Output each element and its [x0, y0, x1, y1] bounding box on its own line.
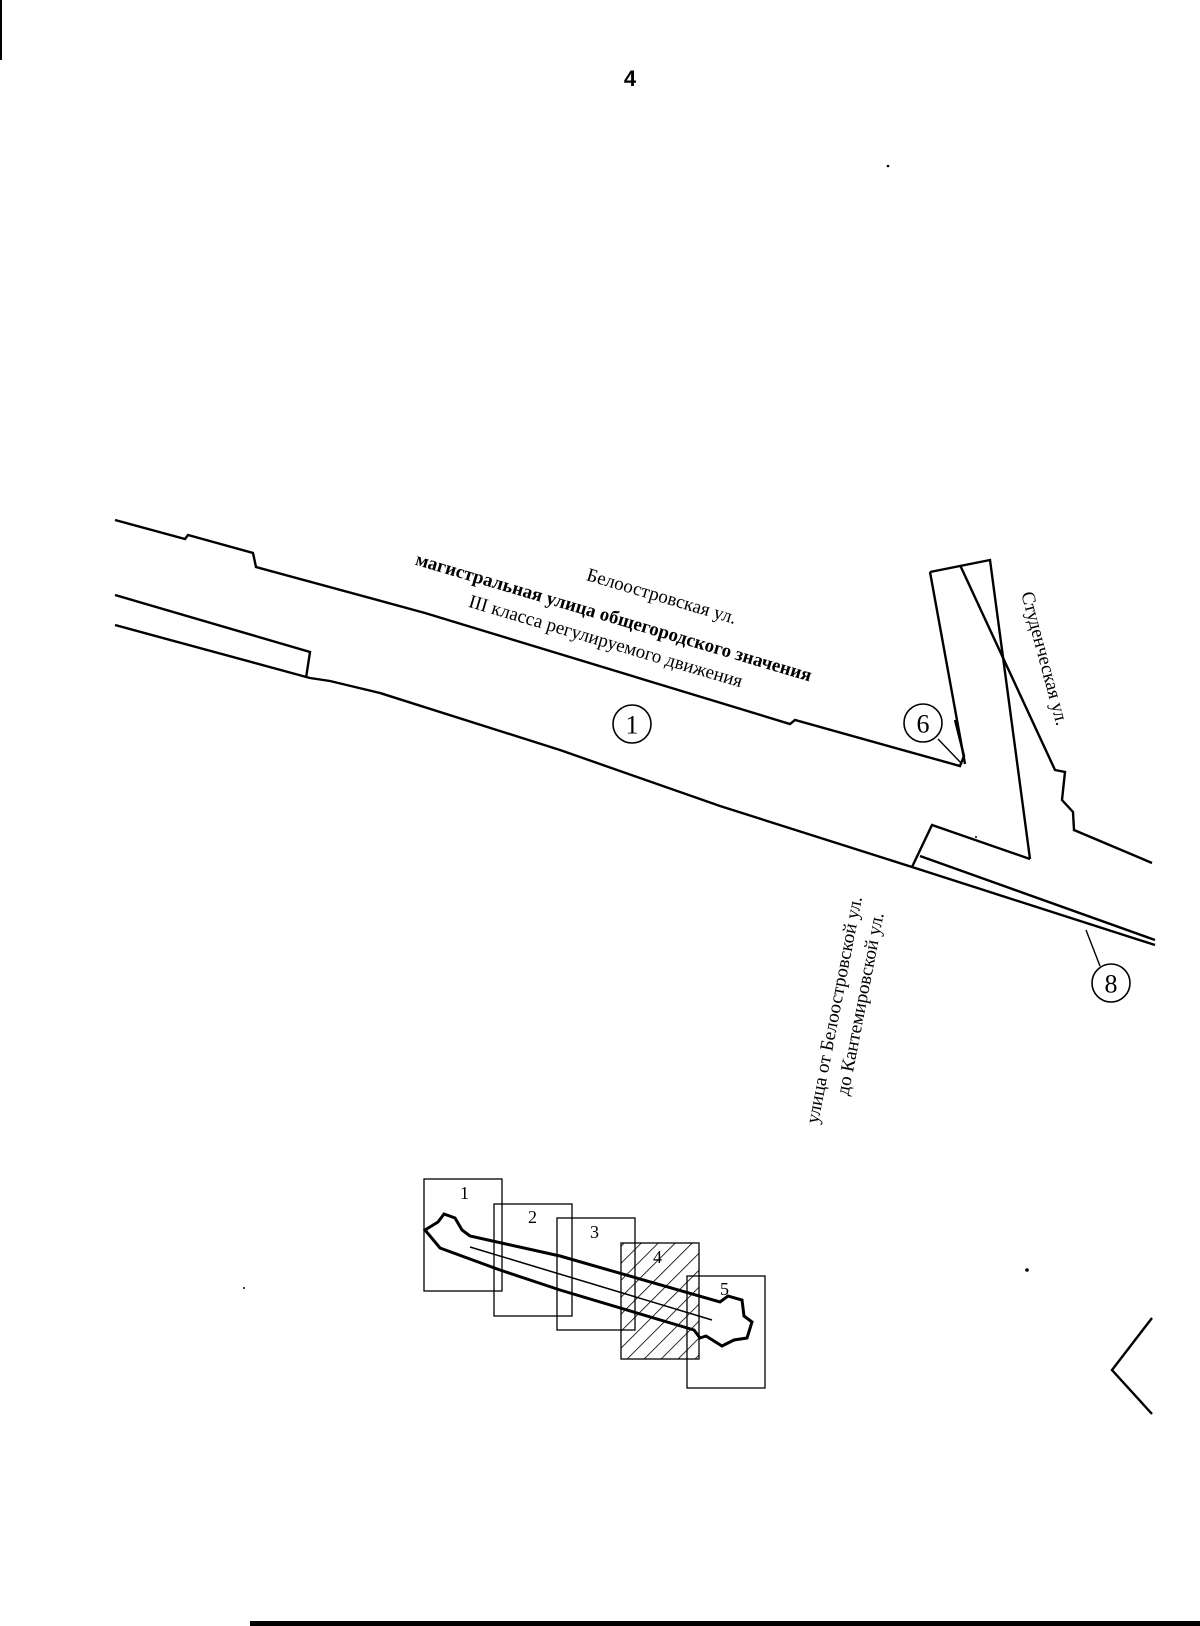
belоostrovskaya-south-edge — [114, 623, 1156, 947]
scan-speck — [243, 1287, 245, 1289]
page-number: 4 — [624, 66, 637, 91]
scan-edge-bottom — [250, 1621, 1200, 1626]
key-sheet-4-hatched — [620, 1242, 700, 1360]
studencheskaya-east-edge — [958, 564, 1153, 865]
scan-speck — [886, 164, 890, 168]
sheet-corner-mark — [1110, 1317, 1153, 1415]
key-map: 1 2 3 4 5 — [422, 1178, 766, 1389]
marker-6: 6 — [903, 703, 943, 743]
marker-6-leader — [937, 738, 963, 765]
svg-text:6: 6 — [917, 710, 930, 739]
scan-speck — [1025, 1268, 1029, 1272]
key-label-1: 1 — [460, 1183, 469, 1203]
key-route-center — [469, 1246, 713, 1321]
key-label-3: 3 — [590, 1222, 599, 1242]
belоostrovskaya-north-edge — [114, 518, 966, 768]
studencheskaya-west-edge — [928, 571, 967, 765]
scan-speck — [975, 836, 977, 838]
key-label-5: 5 — [720, 1279, 729, 1299]
marker-8-leader — [1085, 929, 1101, 967]
key-sheet-1 — [423, 1178, 503, 1292]
street-class-line-1: магистральная улица общегородского значе… — [413, 549, 814, 686]
key-sheet-5 — [686, 1275, 766, 1389]
scan-edge-left — [0, 0, 2, 60]
marker-1: 1 — [612, 704, 652, 744]
svg-text:1: 1 — [626, 711, 639, 740]
key-label-4: 4 — [653, 1247, 662, 1267]
key-label-2: 2 — [528, 1207, 537, 1227]
parcel-boundary — [114, 593, 312, 679]
marker-8: 8 — [1091, 963, 1131, 1003]
key-route-outline — [422, 1212, 754, 1348]
svg-text:8: 8 — [1105, 970, 1118, 999]
side-street-edge — [919, 854, 1156, 942]
studencheskaya-median — [929, 558, 1032, 860]
intersection-corner — [910, 823, 1031, 868]
